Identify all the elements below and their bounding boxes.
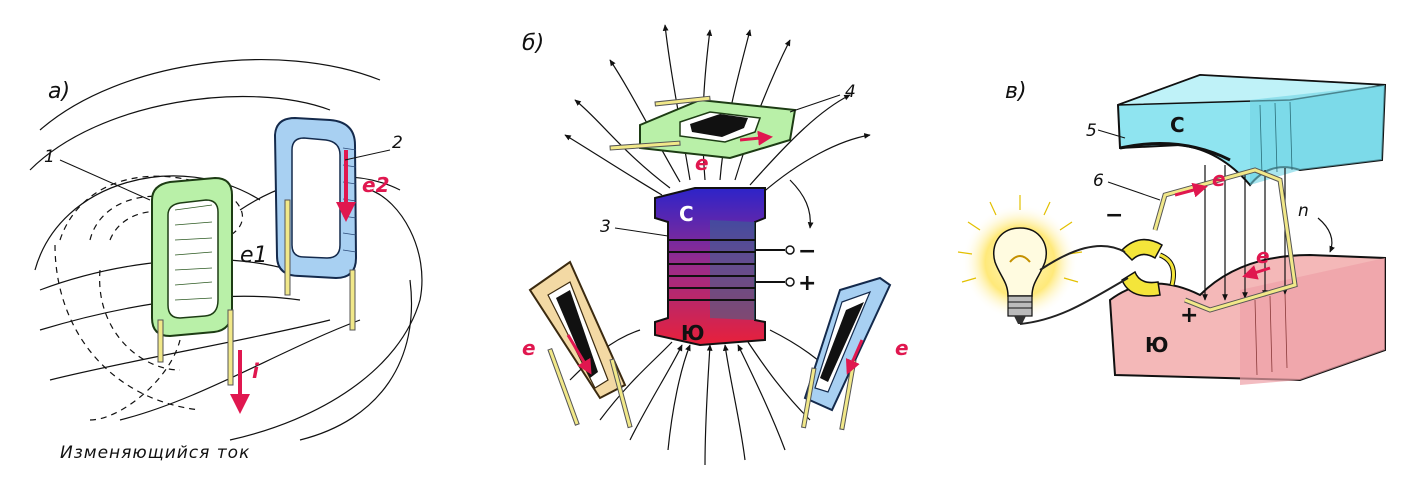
rotation-label: n bbox=[1298, 201, 1309, 221]
leader-1 bbox=[59, 159, 151, 201]
leader-4 bbox=[789, 94, 841, 113]
lamp-wire-plus bbox=[1019, 277, 1129, 325]
coil-2-number: 2 bbox=[392, 133, 403, 153]
emf-top-c-label: e bbox=[1212, 167, 1226, 191]
north-pole-c-label: С bbox=[1170, 113, 1185, 137]
minus-terminal: − bbox=[798, 239, 816, 264]
emf-e1-label: e1 bbox=[240, 243, 268, 268]
minus-c: − bbox=[1105, 203, 1123, 228]
emf-top-label: e bbox=[695, 151, 709, 175]
coil-4-number: 4 bbox=[845, 82, 856, 102]
leader-6 bbox=[1107, 181, 1161, 201]
emf-left-label: e bbox=[522, 336, 536, 360]
plus-c: + bbox=[1180, 303, 1198, 328]
leader-2 bbox=[344, 149, 391, 161]
current-label: i bbox=[252, 359, 260, 383]
emf-right-label: e bbox=[895, 336, 909, 360]
leader-3 bbox=[614, 227, 669, 237]
rotating-frame bbox=[1152, 167, 1298, 313]
panel-c: в) С 5 Ю bbox=[957, 73, 1387, 385]
coil-2 bbox=[273, 116, 358, 331]
panel-a-caption: Изменяющийся ток bbox=[60, 443, 250, 463]
south-pole-c-label: Ю bbox=[1145, 333, 1168, 357]
electromagnet-number: 3 bbox=[600, 217, 611, 237]
emf-e2-label: e2 bbox=[362, 173, 389, 197]
panel-a: а) bbox=[29, 59, 423, 463]
panel-c-label: в) bbox=[1005, 79, 1027, 104]
electromagnet bbox=[654, 187, 795, 347]
panel-a-label: а) bbox=[48, 79, 70, 104]
rotation-arrow-b bbox=[789, 179, 814, 229]
south-pole-label: Ю bbox=[681, 321, 704, 345]
rotation-arrow-c bbox=[1317, 217, 1335, 253]
lamp-wire-minus bbox=[1039, 244, 1126, 271]
coil-4 bbox=[609, 95, 797, 160]
coil-1 bbox=[151, 176, 234, 386]
lamp bbox=[957, 195, 1083, 324]
coil-left bbox=[528, 260, 633, 429]
frame-number: 6 bbox=[1093, 171, 1104, 191]
magnet-north bbox=[1116, 73, 1387, 187]
emf-bottom-c-label: e bbox=[1256, 244, 1270, 268]
magnet-number: 5 bbox=[1086, 121, 1097, 141]
leader-5 bbox=[1097, 129, 1126, 139]
plus-terminal: + bbox=[798, 271, 816, 296]
coil-1-number: 1 bbox=[44, 147, 55, 167]
commutator bbox=[1120, 238, 1176, 297]
coil-right bbox=[801, 276, 892, 431]
panel-b-field-lines bbox=[564, 24, 871, 466]
panel-b-label: б) bbox=[522, 31, 544, 56]
north-pole-label: С bbox=[679, 202, 694, 226]
panel-b: б) bbox=[522, 24, 909, 466]
